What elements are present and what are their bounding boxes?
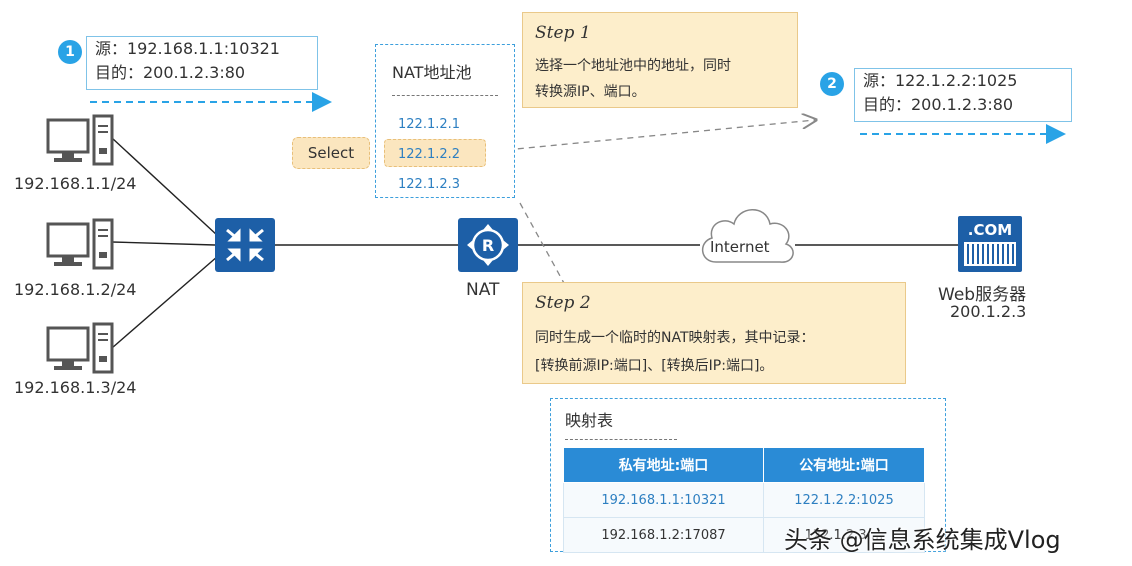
select-to-packet2-line (484, 120, 815, 153)
server-ip: 200.1.2.3 (950, 302, 1027, 321)
server-icon: .COM (958, 216, 1022, 272)
packet2-dst: 目的：200.1.2.3:80 (863, 95, 1014, 114)
select-label: Select (292, 137, 370, 169)
wire-host1-switch (111, 137, 219, 237)
step2-line1: 同时生成一个临时的NAT映射表，其中记录： (535, 330, 815, 346)
server-name: Web服务器 (938, 285, 1027, 305)
nat-router: R (458, 218, 518, 272)
nat-label: NAT (466, 280, 500, 300)
step-badge-1: 1 (58, 40, 82, 64)
host-2-label: 192.168.1.2/24 (14, 280, 137, 299)
server-badge: .COM (968, 221, 1012, 239)
step1-line1: 选择一个地址池中的地址，同时 (535, 58, 731, 74)
switch-icon (226, 228, 264, 262)
step2-box: Step 2 同时生成一个临时的NAT映射表，其中记录： [转换前源IP:端口]… (522, 282, 906, 384)
step-badge-2: 2 (820, 72, 844, 96)
nat-pool-separator (392, 95, 498, 96)
table-row: 192.168.1.1:10321 122.1.2.2:1025 (563, 482, 926, 518)
host-3 (46, 322, 116, 374)
web-server: .COM (958, 216, 1022, 272)
select-to-step2-line (519, 202, 566, 286)
row2-private: 192.168.1.2:17087 (563, 517, 764, 553)
mapping-table-box: 映射表 私有地址:端口 公有地址:端口 192.168.1.1:10321 12… (550, 398, 946, 553)
header-private: 私有地址:端口 (563, 447, 764, 483)
watermark: 头条 @信息系统集成Vlog (784, 526, 1061, 554)
pool-selected-highlight (384, 139, 486, 167)
pool-address-3: 122.1.2.3 (398, 177, 461, 192)
cloud-icon (702, 209, 794, 263)
internet-label: Internet (710, 238, 770, 256)
packet1-box: 源：192.168.1.1:10321 目的：200.1.2.3:80 (86, 36, 318, 90)
nat-pool-title: NAT地址池 (392, 63, 472, 82)
router-glyph: R (482, 236, 494, 255)
header-public: 公有地址:端口 (762, 447, 926, 483)
packet1-dst: 目的：200.1.2.3:80 (95, 63, 246, 82)
step1-line2: 转换源IP、端口。 (535, 84, 646, 100)
computer-icon (46, 218, 114, 270)
row1-private: 192.168.1.1:10321 (563, 482, 764, 518)
packet1-src: 源：192.168.1.1:10321 (95, 39, 280, 58)
wire-host3-switch (111, 255, 219, 349)
host-3-label: 192.168.1.3/24 (14, 378, 137, 397)
step2-line2: [转换前源IP:端口]、[转换后IP:端口]。 (535, 358, 774, 374)
internet-cloud: Internet (694, 198, 800, 274)
pool-address-2: 122.1.2.2 (398, 147, 461, 162)
step2-title: Step 2 (535, 293, 591, 313)
host-1 (46, 114, 116, 166)
step1-title: Step 1 (535, 23, 591, 43)
router-icon: R (467, 224, 509, 266)
packet2-box: 源：122.1.2.2:1025 目的：200.1.2.3:80 (854, 68, 1072, 122)
mapping-table: 私有地址:端口 公有地址:端口 192.168.1.1:10321 122.1.… (563, 447, 926, 553)
packet2-src: 源：122.1.2.2:1025 (863, 71, 1018, 90)
host-2 (46, 218, 116, 270)
step1-box: Step 1 选择一个地址池中的地址，同时 转换源IP、端口。 (522, 12, 798, 108)
table-row: 192.168.1.2:17087 122.1.2.3:... (563, 517, 926, 553)
switch (215, 218, 275, 272)
computer-icon (46, 322, 114, 374)
wire-host2-switch (111, 241, 216, 246)
mapping-table-title: 映射表 (565, 411, 614, 430)
mapping-table-header-row: 私有地址:端口 公有地址:端口 (563, 447, 926, 483)
host-1-label: 192.168.1.1/24 (14, 174, 137, 193)
row1-public: 122.1.2.2:1025 (762, 482, 926, 518)
mapping-table-separator (565, 439, 677, 440)
pool-address-1: 122.1.2.1 (398, 117, 461, 132)
computer-icon (46, 114, 114, 166)
row2-public: 122.1.2.3:... (762, 517, 926, 553)
nat-pool-box: NAT地址池 122.1.2.1 122.1.2.2 122.1.2.3 (375, 44, 515, 198)
